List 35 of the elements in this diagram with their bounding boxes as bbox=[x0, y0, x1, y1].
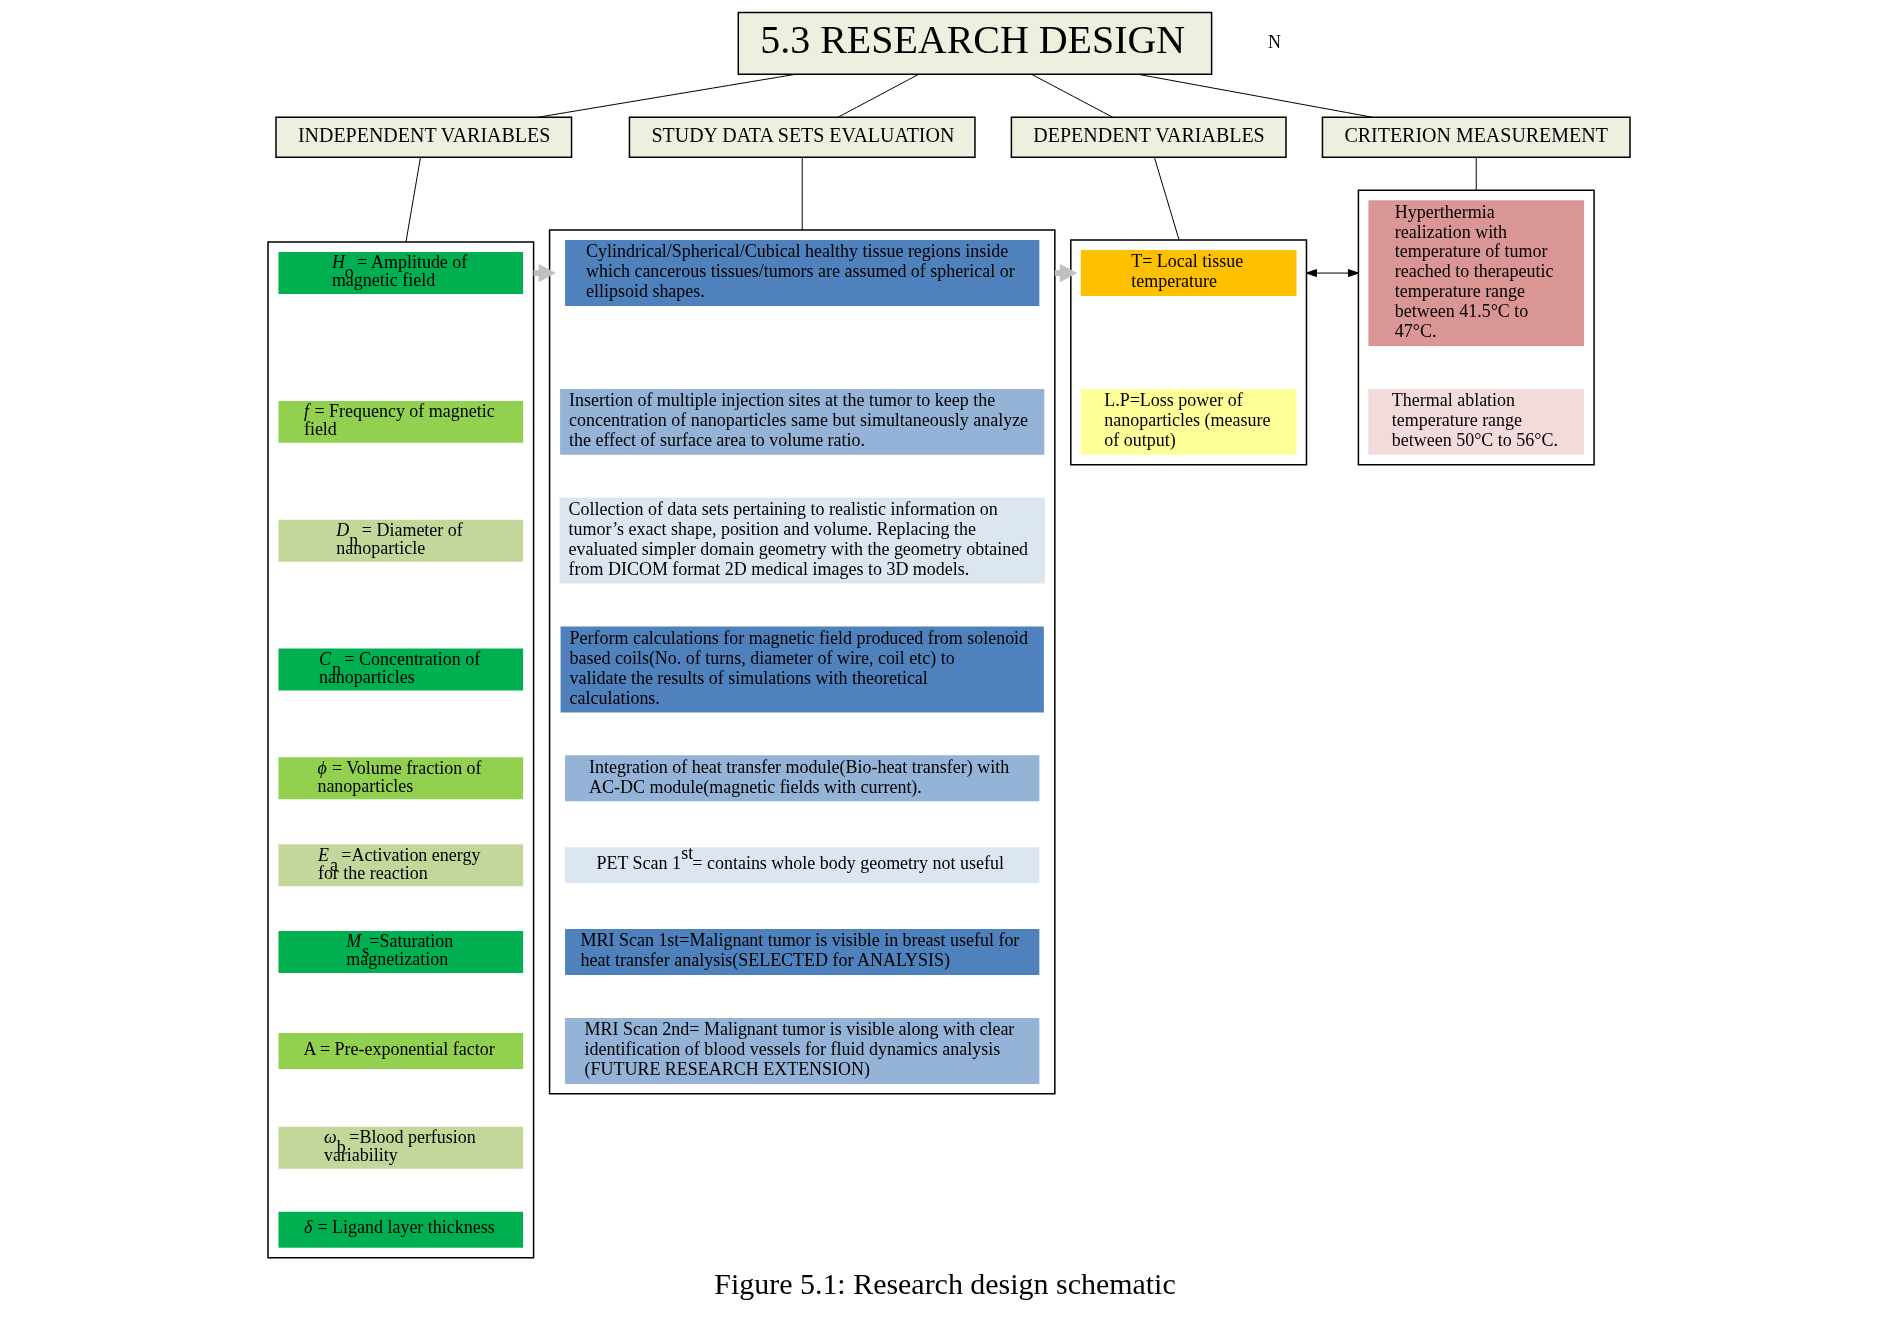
connector bbox=[1137, 73, 1373, 118]
connector bbox=[837, 73, 919, 118]
node-box: Cylindrical/Spherical/Cubical healthy tissue regions inside which cancerous tissues/tumors are assumed of spherical or ellipsoid shapes. bbox=[564, 240, 1039, 306]
node-box: Integration of heat transfer module(Bio-heat transfer) with AC-DC module(magnetic fields with current). bbox=[564, 755, 1039, 802]
connector bbox=[801, 156, 803, 231]
node-box: MRI Scan 1st=Malignant tumor is visible in breast useful for heat transfer analysis(SELECTED for ANALYSIS) bbox=[564, 929, 1039, 976]
cluster bbox=[266, 241, 534, 1259]
caption: Figure 5.1: Research design schematic bbox=[713, 1266, 1176, 1300]
node-box: ϕ = Volume fraction of nanoparticles bbox=[277, 757, 523, 800]
node-box: 5.3 RESEARCH DESIGN bbox=[737, 11, 1212, 76]
connector bbox=[1475, 156, 1477, 191]
node-box: Collection of data sets pertaining to realistic information on tumor’s exact shape, position and volume. Replacing the evaluated simpler domain geometry with the geometry obtained from DICOM format 2D medical images to 3D models. bbox=[559, 497, 1045, 584]
node-box: L.P=Loss power of nanoparticles (measure of output) bbox=[1080, 388, 1296, 455]
node-box: DEPENDENT VARIABLES bbox=[1010, 116, 1287, 158]
connector bbox=[404, 156, 421, 243]
cluster bbox=[1357, 189, 1595, 466]
node-box: T= Local tissue temperature bbox=[1080, 250, 1296, 297]
node-box: Perform calculations for magnetic field produced from solenoid based coils(No. of turns, diameter of wire, coil etc) to validate the results of simulations with theoretical calculations. bbox=[560, 626, 1044, 713]
node-box: A = Pre-exponential factor bbox=[277, 1032, 523, 1069]
connector bbox=[1153, 156, 1180, 241]
node-box: CRITERION MEASUREMENT bbox=[1321, 116, 1631, 158]
node-box: Hyperthermia realization with temperature of tumor reached to therapeutic temperature range between 41.5°C to 47°C. bbox=[1367, 200, 1584, 346]
node-box: δ = Ligand layer thickness bbox=[277, 1211, 523, 1248]
arrow bbox=[1305, 269, 1359, 278]
node-box: INDEPENDENT VARIABLES bbox=[274, 116, 572, 158]
node-box: STUDY DATA SETS EVALUATION bbox=[628, 116, 976, 158]
connector bbox=[1030, 73, 1113, 118]
node-box: MRI Scan 2nd= Malignant tumor is visible along with clear identification of blood vessels for fluid dynamics analysis (FUTURE RESEARCH EXTENSION) bbox=[564, 1018, 1039, 1084]
cluster bbox=[548, 229, 1056, 1095]
node-box: Thermal ablation temperature range between 50°C to 56°C. bbox=[1367, 388, 1584, 455]
connector bbox=[536, 73, 795, 118]
cluster bbox=[1069, 239, 1307, 466]
node-box: Insertion of multiple injection sites at the tumor to keep the concentration of nanoparticles same but simultaneously analyze the effect of surface area to volume ratio. bbox=[559, 388, 1044, 455]
label: N bbox=[1267, 31, 1281, 52]
node-box: f = Frequency of magnetic field bbox=[277, 400, 523, 443]
